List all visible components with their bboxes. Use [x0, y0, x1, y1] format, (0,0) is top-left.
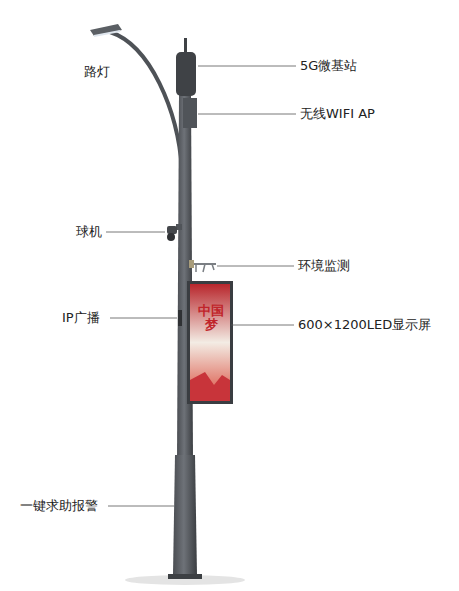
poster-text: 中国梦: [197, 304, 226, 333]
part-label: 600×1200LED显示屏: [298, 317, 431, 333]
part-label: 无线WIFI AP: [300, 106, 375, 122]
part-label: 一键求助报警: [20, 498, 98, 514]
part-label: 球机: [76, 224, 102, 240]
part-label: 路灯: [84, 64, 110, 80]
part-label: 环境监测: [298, 258, 350, 274]
part-label: 5G微基站: [300, 58, 357, 74]
part-label: IP广播: [62, 310, 100, 326]
